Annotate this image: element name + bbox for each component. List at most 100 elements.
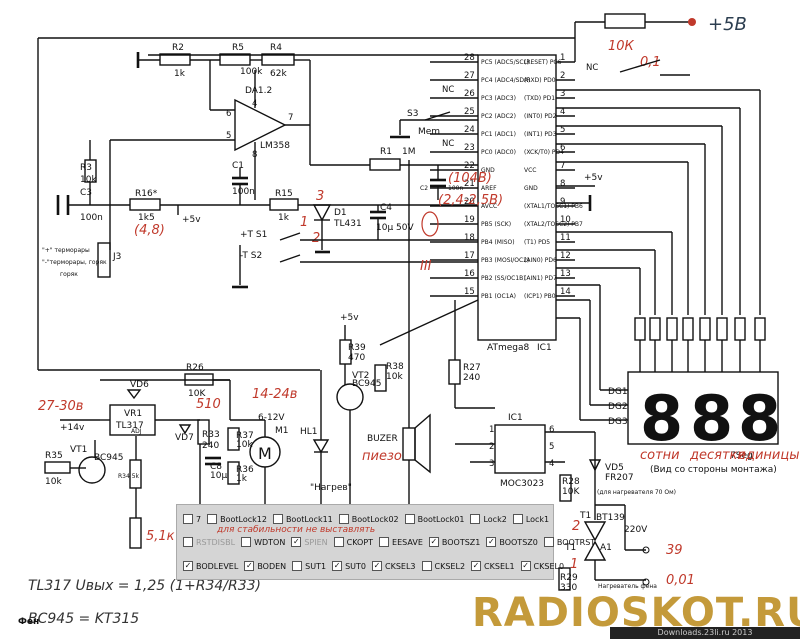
fuse-checkbox[interactable] bbox=[333, 537, 344, 547]
fuse-label: RSTDISBL bbox=[196, 537, 236, 547]
digit-2: 8 bbox=[690, 382, 733, 455]
segment-resistor bbox=[649, 317, 661, 341]
fuse-checkbox[interactable] bbox=[470, 514, 481, 524]
svg-text:100k: 100k bbox=[240, 67, 263, 77]
fuse-checkbox[interactable]: ✓ bbox=[244, 561, 255, 571]
svg-text:пиезо: пиезо bbox=[362, 449, 402, 464]
fuse-sut1[interactable]: SUT1 bbox=[292, 561, 326, 571]
fuse-checkbox[interactable] bbox=[379, 537, 390, 547]
mcu-right-pin-number: 10 bbox=[560, 215, 571, 225]
svg-text:7: 7 bbox=[288, 113, 293, 123]
fuse-checkbox[interactable]: ✓ bbox=[372, 561, 382, 571]
fuse-bootrst[interactable]: BOOTRST bbox=[543, 537, 595, 547]
svg-text:NC: NC bbox=[586, 63, 598, 73]
fuse-bootsz1[interactable]: ✓BOOTSZ1 bbox=[428, 537, 480, 547]
mcu-right-pin-signal: (ICP1) PB0 bbox=[524, 293, 556, 300]
mcu-right-pin-signal: (AIN0) PD6 bbox=[524, 257, 557, 264]
svg-text:R16*: R16* bbox=[135, 189, 158, 199]
svg-text:HL1: HL1 bbox=[300, 427, 318, 437]
mcu-left-pin-signal: GND bbox=[481, 167, 495, 174]
fuse-checkbox[interactable]: ✓ bbox=[428, 537, 439, 547]
fuse-sut0[interactable]: ✓SUT0 bbox=[332, 561, 366, 571]
svg-text:2: 2 bbox=[572, 519, 580, 534]
stability-note: для стабильности не выставлять bbox=[217, 525, 376, 535]
fuse-checkbox[interactable]: ✓ bbox=[471, 561, 482, 571]
svg-text:R3: R3 bbox=[80, 163, 92, 173]
fuse-checkbox[interactable]: ✓ bbox=[486, 537, 497, 547]
fuse-spien[interactable]: ✓SPIEN bbox=[291, 537, 328, 547]
fuse-checkbox[interactable] bbox=[272, 514, 283, 524]
fuse-bootlock11[interactable]: BootLock11 bbox=[272, 514, 333, 524]
fuse-boden[interactable]: ✓BODEN bbox=[244, 561, 286, 571]
svg-text:M: M bbox=[258, 444, 272, 463]
plus5-label: +5В bbox=[708, 14, 747, 35]
svg-text:-T S2: -T S2 bbox=[240, 251, 262, 261]
nc-marker: NC NC NC bbox=[442, 63, 598, 149]
svg-text:C2: C2 bbox=[420, 185, 428, 192]
segment-resistor bbox=[716, 317, 728, 341]
svg-text:330: 330 bbox=[560, 583, 577, 593]
svg-text:DG2: DG2 bbox=[608, 402, 628, 412]
fuse-checkbox[interactable]: ✓ bbox=[291, 537, 302, 547]
fuse-checkbox[interactable] bbox=[421, 561, 432, 571]
fuse-lock2[interactable]: Lock2 bbox=[470, 514, 507, 524]
fuse-bodlevel[interactable]: ✓BODLEVEL bbox=[183, 561, 238, 571]
switch-s2: -T S2 bbox=[232, 245, 478, 289]
fuse-checkbox[interactable] bbox=[207, 514, 218, 524]
fuse-checkbox[interactable] bbox=[292, 561, 303, 571]
fuse-ckopt[interactable]: CKOPT bbox=[333, 537, 373, 547]
fuse-bootlock02[interactable]: BootLock02 bbox=[338, 514, 399, 524]
fuse-bootlock12[interactable]: BootLock12 bbox=[207, 514, 267, 524]
fuse-checkbox[interactable]: ✓ bbox=[332, 561, 343, 571]
capacitor-c4: C4 10µ 50V bbox=[370, 203, 439, 240]
mcu-left-pin-signal: PB5 (SCK) bbox=[481, 221, 511, 228]
segment-resistor bbox=[634, 317, 646, 341]
svg-text:"-"терморары, горяк: "-"терморары, горяк bbox=[42, 259, 107, 266]
svg-text:Нагреватель фена: Нагреватель фена bbox=[598, 583, 657, 590]
fuse-label: CKSEL0 bbox=[533, 561, 565, 571]
fuse-cksel0[interactable]: ✓CKSEL0 bbox=[520, 561, 565, 571]
fuse-wdton[interactable]: WDTON bbox=[241, 537, 285, 547]
mcu-right-pin-signal: (XCK/T0) PD4 bbox=[524, 149, 564, 156]
svg-text:+5v: +5v bbox=[340, 313, 359, 323]
fuse-label: SUT0 bbox=[345, 561, 366, 571]
fuse-label: BODEN bbox=[257, 561, 287, 571]
fuse-checkbox[interactable] bbox=[241, 537, 252, 547]
switch-s3: S3 Mem bbox=[390, 109, 478, 139]
formula-notes: TL317 Uвых = 1,25 (1+R34/R33) BC945 = KT… bbox=[18, 557, 275, 627]
fuse-checkbox[interactable] bbox=[543, 537, 554, 547]
mcu-right-pin-signal: VCC bbox=[524, 167, 536, 174]
fuse-7[interactable]: 7 bbox=[183, 514, 201, 524]
fuse-cksel1[interactable]: ✓CKSEL1 bbox=[471, 561, 515, 571]
svg-text:4: 4 bbox=[549, 459, 554, 469]
resistor-r4: R4 62k bbox=[250, 43, 311, 125]
fuse-label: Lock2 bbox=[483, 514, 507, 524]
segment-resistors bbox=[634, 317, 766, 372]
fuse-label: BootLock11 bbox=[285, 514, 333, 524]
fuse-bootsz0[interactable]: ✓BOOTSZ0 bbox=[486, 537, 538, 547]
fuse-rstdisbl[interactable]: RSTDISBL bbox=[183, 537, 235, 547]
fuse-checkbox[interactable] bbox=[512, 514, 523, 524]
mcu-left-pin-number: 15 bbox=[464, 287, 475, 297]
fuse-bootlock01[interactable]: BootLock01 bbox=[404, 514, 464, 524]
resistor-r3: R3 10k bbox=[80, 140, 97, 205]
fuse-checkbox[interactable]: ✓ bbox=[520, 561, 531, 571]
svg-text:TL317: TL317 bbox=[115, 421, 144, 431]
svg-text:R37: R37 bbox=[236, 431, 254, 441]
fuse-checkbox[interactable]: ✓ bbox=[183, 561, 193, 571]
fuse-eesave[interactable]: EESAVE bbox=[379, 537, 423, 547]
svg-text:(для нагревателя 70 Ом): (для нагревателя 70 Ом) bbox=[597, 489, 676, 496]
fuse-checkbox[interactable] bbox=[404, 514, 415, 524]
mcu-right-pin-number: 12 bbox=[560, 251, 571, 261]
fuse-cksel3[interactable]: ✓CKSEL3 bbox=[372, 561, 416, 571]
svg-text:R2: R2 bbox=[172, 43, 184, 53]
fuse-checkbox[interactable] bbox=[338, 514, 349, 524]
svg-text:R38: R38 bbox=[386, 362, 404, 372]
mcu-right-pin-signal: (TXD) PD1 bbox=[524, 95, 555, 102]
fuse-lock1[interactable]: Lock1 bbox=[512, 514, 549, 524]
fuse-checkbox[interactable] bbox=[183, 514, 193, 524]
fuse-checkbox[interactable] bbox=[183, 537, 193, 547]
svg-text:C3: C3 bbox=[80, 188, 92, 198]
fuse-cksel2[interactable]: CKSEL2 bbox=[421, 561, 465, 571]
digit-1: 8 bbox=[640, 382, 683, 455]
